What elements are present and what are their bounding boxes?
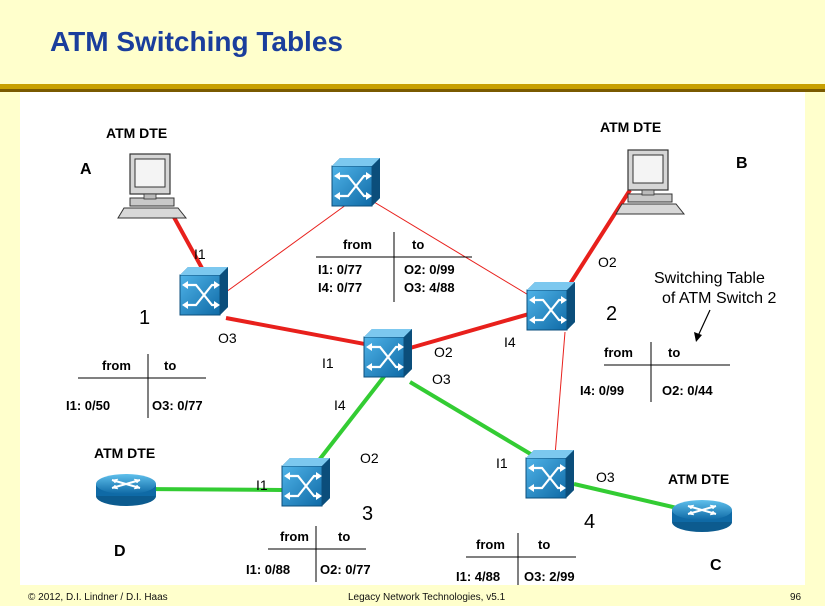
dte-label-A: ATM DTE — [106, 125, 167, 141]
table-header-to: to — [538, 537, 550, 552]
table-cell: O2: 0/77 — [320, 562, 371, 577]
atm-dte-C-router — [671, 499, 733, 533]
port-sw2-I4: I4 — [504, 334, 516, 350]
link-sw4-C — [573, 482, 691, 513]
port-sw4-O3: O3 — [596, 469, 615, 485]
dte-label-D: ATM DTE — [94, 445, 155, 461]
link-sw1-top — [225, 201, 351, 293]
atm-dte-B-computer — [615, 149, 685, 215]
atm-dte-D-router — [95, 473, 157, 507]
table-header-from: from — [102, 358, 131, 373]
table-cell: I1: 4/88 — [456, 569, 500, 584]
table-header-from: from — [343, 237, 372, 252]
diagram-area: ATM DTE ATM DTE ATM DTE ATM DTE A B C D … — [20, 92, 805, 585]
dte-label-B: ATM DTE — [600, 119, 661, 135]
table-cell: I1: 0/88 — [246, 562, 290, 577]
table-cell: I1: 0/77 — [318, 262, 362, 277]
atm-dte-A-computer — [117, 153, 187, 219]
header-rule-shadow — [0, 89, 825, 92]
node-label-B: B — [736, 155, 748, 172]
port-sw3-O2: O2 — [360, 450, 379, 466]
dte-label-C: ATM DTE — [668, 471, 729, 487]
page-title: ATM Switching Tables — [50, 26, 343, 57]
port-center-I1: I1 — [322, 355, 334, 371]
table-header-from: from — [604, 345, 633, 360]
table-cell: O2: 0/99 — [404, 262, 455, 277]
table-cell: I4: 0/77 — [318, 280, 362, 295]
table-header-to: to — [668, 345, 680, 360]
table-cell: O2: 0/44 — [662, 383, 713, 398]
table-switch-1: from to I1: 0/50 O3: 0/77 — [66, 354, 206, 418]
switch-number-2: 2 — [606, 303, 617, 325]
atm-switch-4 — [524, 448, 576, 500]
link-D-sw3 — [139, 487, 283, 492]
port-sw3-I1: I1 — [256, 477, 268, 493]
table-header-from: from — [280, 529, 309, 544]
node-label-C: C — [710, 557, 722, 574]
table-cell: I4: 0/99 — [580, 383, 624, 398]
table-cell: O3: 2/99 — [524, 569, 575, 584]
network-diagram: ATM DTE ATM DTE ATM DTE ATM DTE A B C D … — [66, 119, 777, 585]
atm-switch-2 — [525, 280, 577, 332]
footer: © 2012, D.I. Lindner / D.I. Haas Legacy … — [0, 588, 825, 606]
table-header-to: to — [164, 358, 176, 373]
table-header-to: to — [338, 529, 350, 544]
port-center-I4: I4 — [334, 397, 346, 413]
table-switch-center: from to I1: 0/77 O2: 0/99 I4: 0/77 O3: 4… — [316, 232, 472, 302]
atm-switch-top — [330, 156, 382, 208]
link-sw2-sw4 — [553, 331, 566, 469]
port-sw4-I1: I1 — [496, 455, 508, 471]
annotation-line-2: of ATM Switch 2 — [662, 290, 777, 307]
atm-switch-1 — [178, 265, 230, 317]
table-cell: O3: 4/88 — [404, 280, 455, 295]
link-center-sw4 — [408, 380, 556, 470]
annotation-line-1: Switching Table — [654, 270, 765, 287]
switch-number-1: 1 — [139, 307, 150, 329]
link-sw1-center — [225, 316, 387, 350]
footer-page-number: 96 — [790, 592, 802, 603]
header-rule — [0, 84, 825, 89]
table-cell: I1: 0/50 — [66, 398, 110, 413]
link-A-sw1 — [168, 209, 205, 271]
atm-switch-center — [362, 327, 414, 379]
footer-copyright: © 2012, D.I. Lindner / D.I. Haas — [28, 592, 168, 603]
link-B-sw2 — [568, 188, 632, 286]
port-center-O2: O2 — [434, 344, 453, 360]
atm-switch-3 — [280, 456, 332, 508]
port-center-O3: O3 — [432, 371, 451, 387]
port-sw2-O2: O2 — [598, 254, 617, 270]
header: ATM Switching Tables — [0, 0, 825, 84]
node-label-A: A — [80, 161, 92, 178]
table-switch-3: from to I1: 0/88 O2: 0/77 — [246, 526, 371, 582]
table-switch-4: from to I1: 4/88 O3: 2/99 — [456, 533, 576, 585]
port-sw1-O3: O3 — [218, 330, 237, 346]
port-sw1-I1: I1 — [194, 246, 206, 262]
node-label-D: D — [114, 543, 126, 560]
footer-course: Legacy Network Technologies, v5.1 — [348, 592, 506, 603]
table-switch-2: from to I4: 0/99 O2: 0/44 — [580, 342, 730, 402]
table-header-to: to — [412, 237, 424, 252]
switch-number-3: 3 — [362, 503, 373, 525]
link-top-sw2 — [373, 201, 551, 309]
table-cell: O3: 0/77 — [152, 398, 203, 413]
table-header-from: from — [476, 537, 505, 552]
annotation-arrow — [694, 309, 711, 342]
switch-number-4: 4 — [584, 511, 595, 533]
